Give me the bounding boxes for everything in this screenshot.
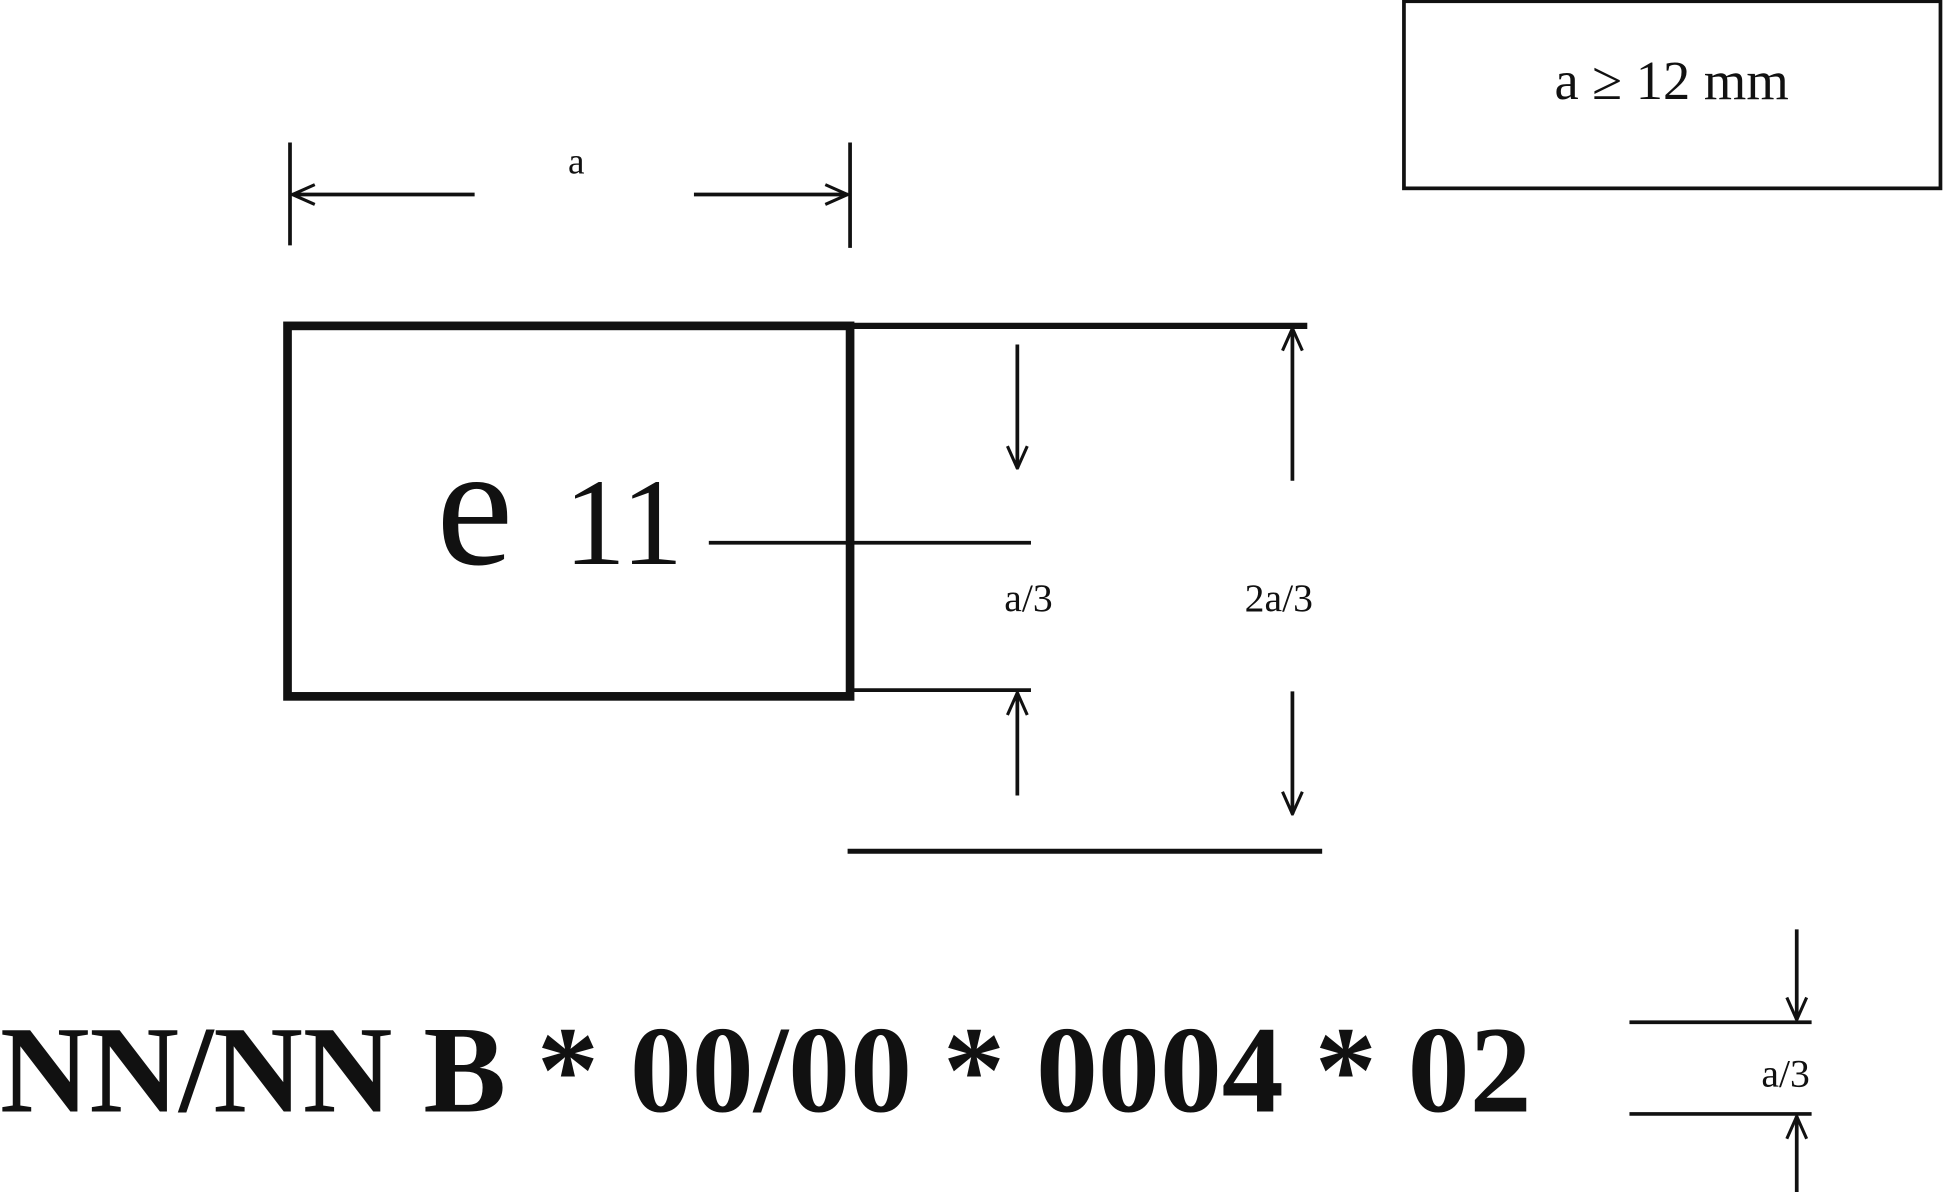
width-dimension: a [288, 141, 852, 248]
small-height-label: a/3 [1004, 576, 1052, 620]
width-label: a [568, 141, 585, 182]
code-height-dimension: a/3 [1629, 929, 1812, 1192]
mark-letter: e [436, 409, 513, 602]
approval-code: NN/NN B * 00/00 * 0004 * 02 [0, 1001, 1531, 1138]
e-mark: e 11 [283, 321, 855, 701]
height-dimensions: a/3 2a/3 [708, 322, 1323, 854]
requirement-text: a ≥ 12 mm [1554, 50, 1788, 111]
mark-number: 11 [564, 454, 683, 591]
requirement-box: a ≥ 12 mm [1402, 0, 1943, 191]
code-height-label: a/3 [1761, 1052, 1809, 1096]
large-height-label: 2a/3 [1245, 576, 1313, 620]
approval-code-text: NN/NN B * 00/00 * 0004 * 02 [0, 1001, 1531, 1138]
mark-frame [283, 321, 855, 701]
